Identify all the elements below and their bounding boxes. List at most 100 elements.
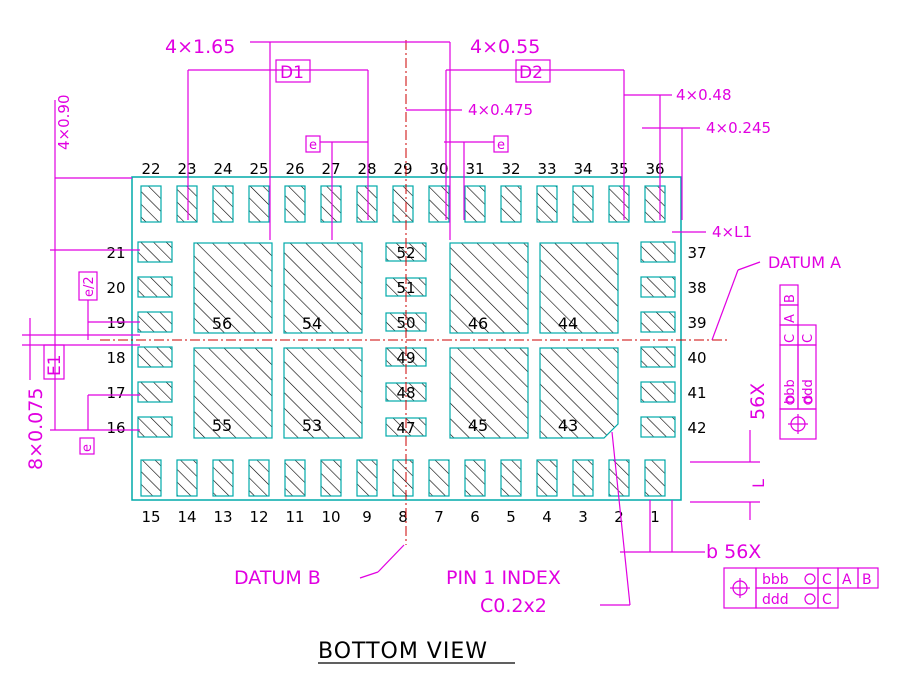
pin-label-7: 7 [434,508,444,526]
dim-e-left: e [80,444,95,452]
pad-11 [284,459,306,497]
left-dimensions [22,100,140,431]
pin1-index-label: PIN 1 INDEX [446,567,561,589]
pad-42 [640,416,676,438]
fcf-bottom-ddd: ddd [762,592,789,608]
fcf-right-a: A [783,314,798,323]
dim-d1: D1 [280,63,304,83]
fcf-bottom-a: A [842,572,852,588]
pin-label-27: 27 [321,160,340,178]
pin-label-48: 48 [396,384,415,402]
pad-8 [392,459,414,497]
pad-20 [137,276,173,298]
pad-14 [176,459,198,497]
pad-25 [248,185,270,223]
pad-1 [644,459,666,497]
pad-10 [320,459,342,497]
pad-26 [284,185,306,223]
fcf-right-b: B [783,294,798,303]
package-outline [131,176,682,501]
exposed-pad-45 [449,347,529,439]
fcf-bottom-bbb: bbb [762,572,789,588]
dim-e-top-left: e [309,138,317,153]
pad-16 [137,416,173,438]
pad-label-43: 43 [558,416,578,435]
pad-13 [212,459,234,497]
pin-label-41: 41 [687,384,706,402]
pad-34 [572,185,594,223]
pin-label-34: 34 [573,160,592,178]
pad-19 [137,311,173,333]
pad-18 [137,346,173,368]
pad-38 [640,276,676,298]
dim-4x090: 4×0.90 [55,94,73,150]
dim-8x0075: 8×0.075 [25,388,47,470]
pad-36 [644,185,666,223]
pad-28 [356,185,378,223]
fcf-right-c1: C [783,334,798,343]
pad-33 [536,185,558,223]
pin-label-12: 12 [249,508,268,526]
dim-4x0475: 4×0.475 [468,101,533,119]
pad-29 [392,185,414,223]
pin-label-9: 9 [362,508,372,526]
pad-22 [140,185,162,223]
pad-5 [500,459,522,497]
dim-l: L [749,479,768,488]
dim-4x165: 4×1.65 [165,36,235,58]
fcf-bottom [723,567,879,609]
pin-label-31: 31 [465,160,484,178]
pad-label-53: 53 [302,416,322,435]
pad-21 [137,241,173,263]
pad-9 [356,459,378,497]
pin-label-18: 18 [106,349,125,367]
dim-b-56x: b 56X [706,541,761,563]
pad-label-54: 54 [302,314,322,333]
fcf-right [779,284,817,440]
pin-label-49: 49 [396,349,415,367]
pin-label-32: 32 [501,160,520,178]
pin-label-33: 33 [537,160,556,178]
dim-e1: E1 [45,354,65,376]
pad-label-44: 44 [558,314,578,333]
pin-label-37: 37 [687,244,706,262]
pin-label-22: 22 [141,160,160,178]
pad-41 [640,381,676,403]
pin-label-20: 20 [106,279,125,297]
dim-56x-l: 56X [747,383,769,420]
fcf-bottom-c1: C [822,572,832,588]
pad-32 [500,185,522,223]
exposed-pad-56 [193,242,273,334]
fcf-right-c2: C [801,334,816,343]
pin-label-2: 2 [614,508,624,526]
exposed-pad-54 [283,242,363,334]
dim-4x048: 4×0.48 [676,86,732,104]
pad-39 [640,311,676,333]
pin-label-24: 24 [213,160,232,178]
exposed-pad-46 [449,242,529,334]
datum-b-label: DATUM B [234,567,321,589]
pad-23 [176,185,198,223]
pad-label-55: 55 [212,416,232,435]
pad-37 [640,241,676,263]
view-title: BOTTOM VIEW [318,639,488,664]
pad-40 [640,346,676,368]
pin-label-26: 26 [285,160,304,178]
dim-4xl1: 4×L1 [712,223,752,241]
fcf-right-bbb: bbb [783,379,798,404]
exposed-pad-53 [283,347,363,439]
pad-7 [428,459,450,497]
pad-17 [137,381,173,403]
pin-label-19: 19 [106,314,125,332]
pin-label-15: 15 [141,508,160,526]
pad-3 [572,459,594,497]
dim-4x0245: 4×0.245 [706,119,771,137]
pin-label-11: 11 [285,508,304,526]
dim-e-top-right: e [497,138,505,153]
pin-label-40: 40 [687,349,706,367]
datum-a-label: DATUM A [768,253,841,272]
chamfer-label: C0.2x2 [480,595,547,617]
pad-label-56: 56 [212,314,232,333]
pin-label-23: 23 [177,160,196,178]
